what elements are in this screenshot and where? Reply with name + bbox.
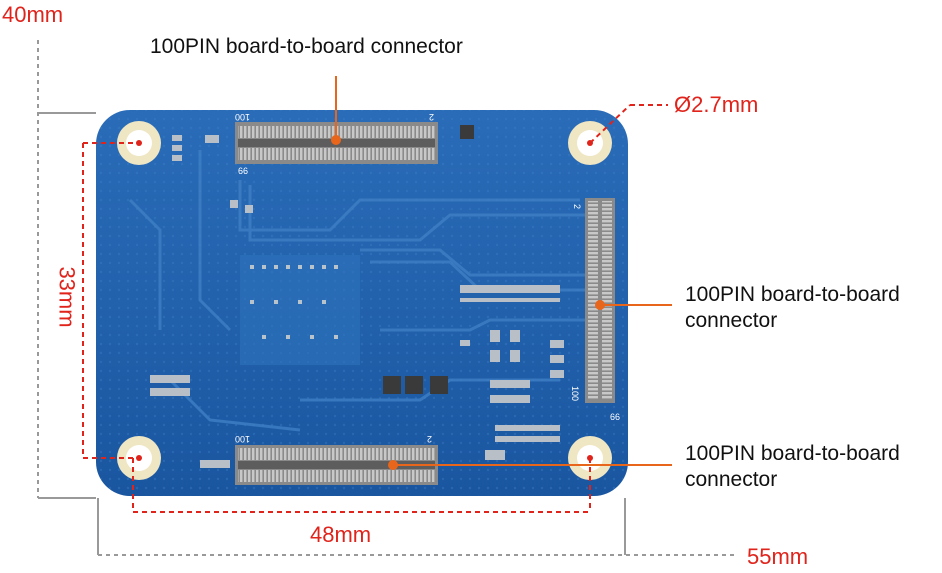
callout-lines (335, 76, 672, 466)
bottom-connector-callout-line1: 100PIN board-to-board (685, 442, 900, 465)
silk-top-2: 2 (429, 112, 434, 122)
pcb-board (96, 110, 628, 496)
silk-top-66: 66 (238, 166, 248, 176)
silk-right-100: 100 (570, 386, 580, 401)
silk-bottom-2: 2 (427, 434, 432, 444)
silk-bottom-100: 100 (235, 434, 250, 444)
hole-spacing-lines (82, 104, 668, 513)
horizontal-hole-spacing-label: 48mm (310, 522, 372, 547)
right-connector-callout-line1: 100PIN board-to-board (685, 283, 900, 306)
bottom-connector-callout: 100PIN board-to-board connector (685, 441, 900, 493)
width-label: 55mm (747, 544, 809, 569)
height-label: 40mm (2, 2, 64, 27)
vertical-hole-spacing-label: 33mm (54, 266, 80, 328)
top-connector-callout: 100PIN board-to-board connector (150, 35, 463, 58)
outer-dimension-lines (37, 40, 735, 556)
right-connector-callout-line2: connector (685, 309, 778, 332)
silk-right-2: 2 (572, 204, 582, 209)
hole-diameter-label: Ø2.7mm (674, 92, 759, 117)
right-connector-callout: 100PIN board-to-board connector (685, 282, 900, 334)
silk-top-100: 100 (235, 112, 250, 122)
silk-right-66: 66 (610, 412, 620, 422)
bottom-connector-callout-line2: connector (685, 468, 778, 491)
